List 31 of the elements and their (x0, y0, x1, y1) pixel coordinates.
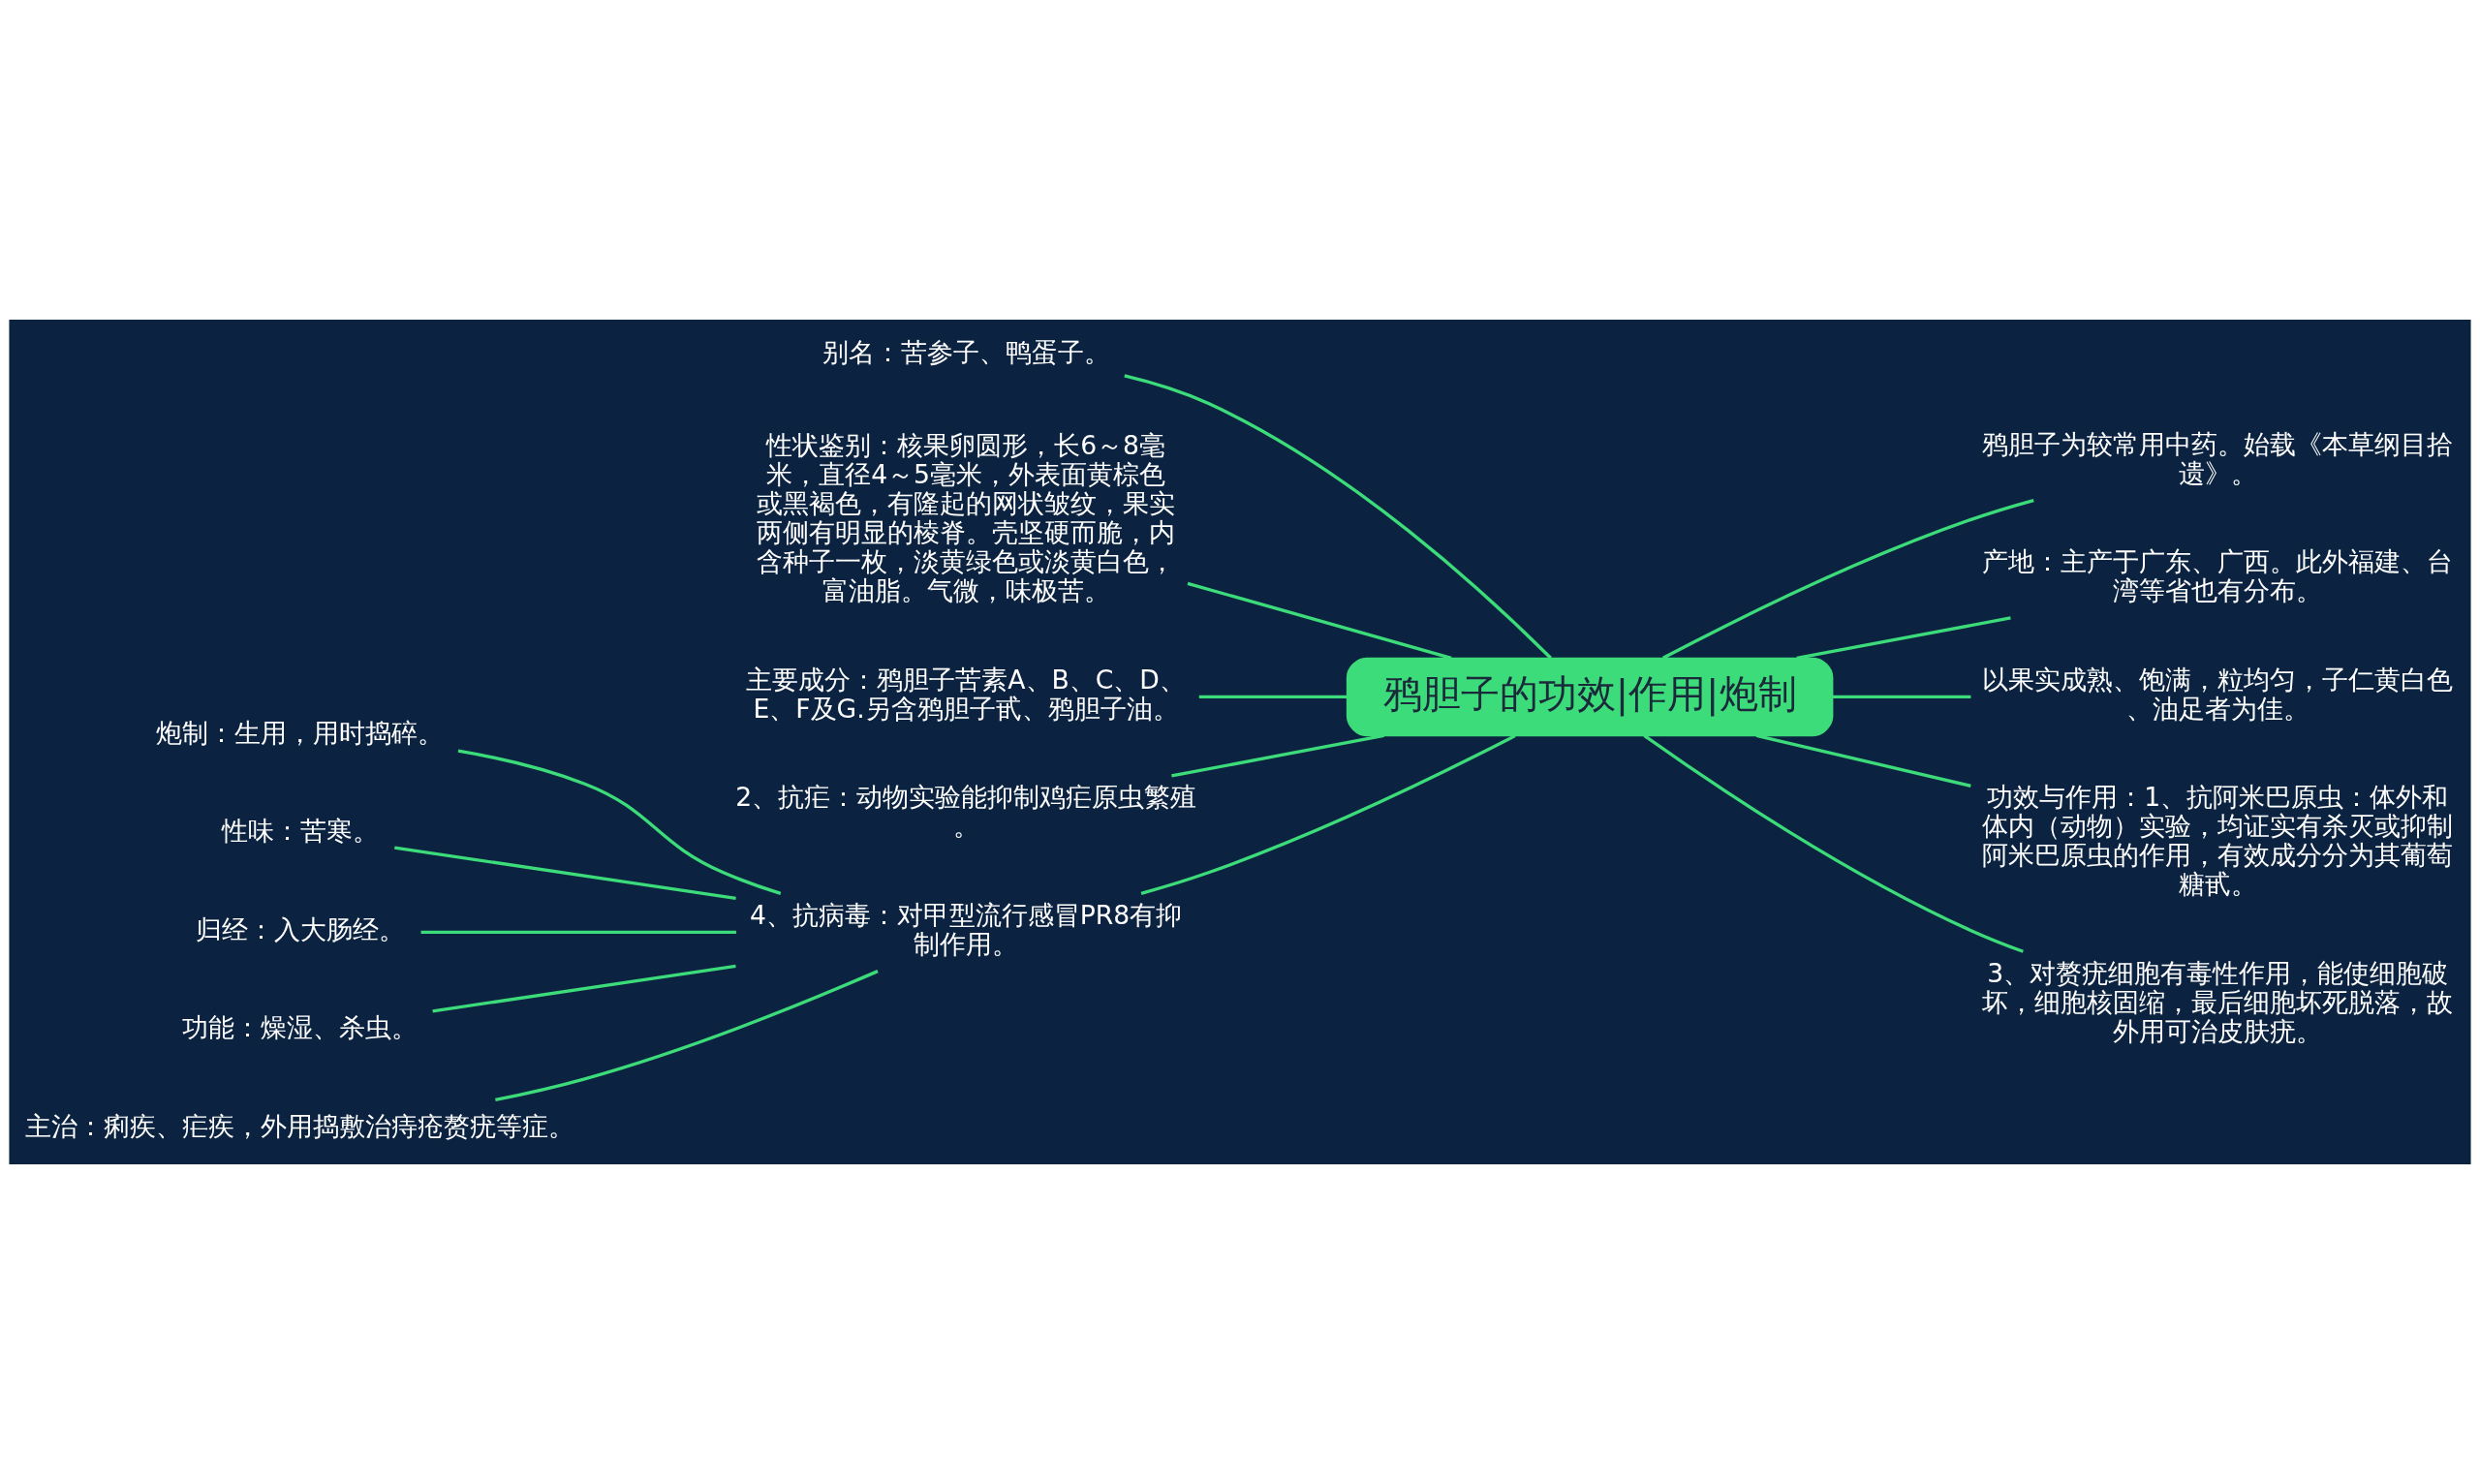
connector (394, 846, 736, 900)
node-text: 3、对赘疣细胞有毒性作用，能使细胞破坏，细胞核固缩，最后细胞坏死脱落，故外用可治皮肤疣。 (1982, 957, 2454, 1046)
node-text: 炮制：生用，用时捣碎。 (156, 717, 445, 748)
connector (1832, 695, 1971, 699)
connector (1643, 734, 2024, 953)
connector (1140, 734, 1516, 895)
node-text: 性味：苦寒。 (221, 816, 379, 847)
connector (1187, 581, 1452, 660)
node-text: 主治：痢疾、疟疾，外用捣敷治痔疮赘疣等症。 (25, 1110, 575, 1141)
connector (1661, 498, 2034, 660)
connector (1755, 733, 1971, 788)
node-box: 鸦胆子的功效|作用|炮制 (1346, 657, 1834, 737)
connector (420, 930, 736, 935)
connector (1171, 733, 1384, 778)
node-text: 以果实成熟、饱满，粒均匀，子仁黄白色、油足者为佳。 (1982, 664, 2454, 724)
node-text: 归经：入大肠经。 (195, 913, 405, 944)
connector (495, 970, 879, 1102)
connector (1796, 616, 2011, 661)
node-text: 2、抗疟：动物实验能抑制鸡疟原虫繁殖。 (735, 782, 1197, 842)
connector (432, 964, 736, 1013)
node-text: 功效与作用：1、抗阿米巴原虫：体外和体内（动物）实验，均证实有杀灭或抑制阿米巴原虫的作用，有效成分分为其葡萄糖甙。 (1982, 782, 2454, 900)
node-text: 性状鉴别：核果卵圆形，长6～8毫米，直径4～5毫米，外表面黄棕色或黑褐色，有隆起的网状皱纹，果实两侧有明显的棱脊。壳坚硬而脆，内含种子一枚，淡黄绿色或淡黄白色，富油脂。气微，味极苦。 (757, 430, 1176, 606)
node-text: 4、抗病毒：对甲型流行感冒PR8有抑制作用。 (749, 899, 1183, 959)
node-text: 主要成分：鸦胆子苦素A、B、C、D、E、F及G.另含鸦胆子甙、鸦胆子油。 (746, 664, 1186, 724)
connector (1198, 695, 1348, 699)
node-text: 功能：燥湿、杀虫。 (182, 1012, 418, 1043)
node-text: 别名：苦参子、鸭蛋子。 (822, 336, 1110, 367)
connector (457, 749, 782, 895)
node-text: 鸦胆子为较常用中药。始载《本草纲目拾遗》。 (1982, 428, 2454, 488)
connector (1124, 374, 1552, 660)
node-text: 产地：主产于广东、广西。此外福建、台湾等省也有分布。 (1982, 546, 2454, 606)
